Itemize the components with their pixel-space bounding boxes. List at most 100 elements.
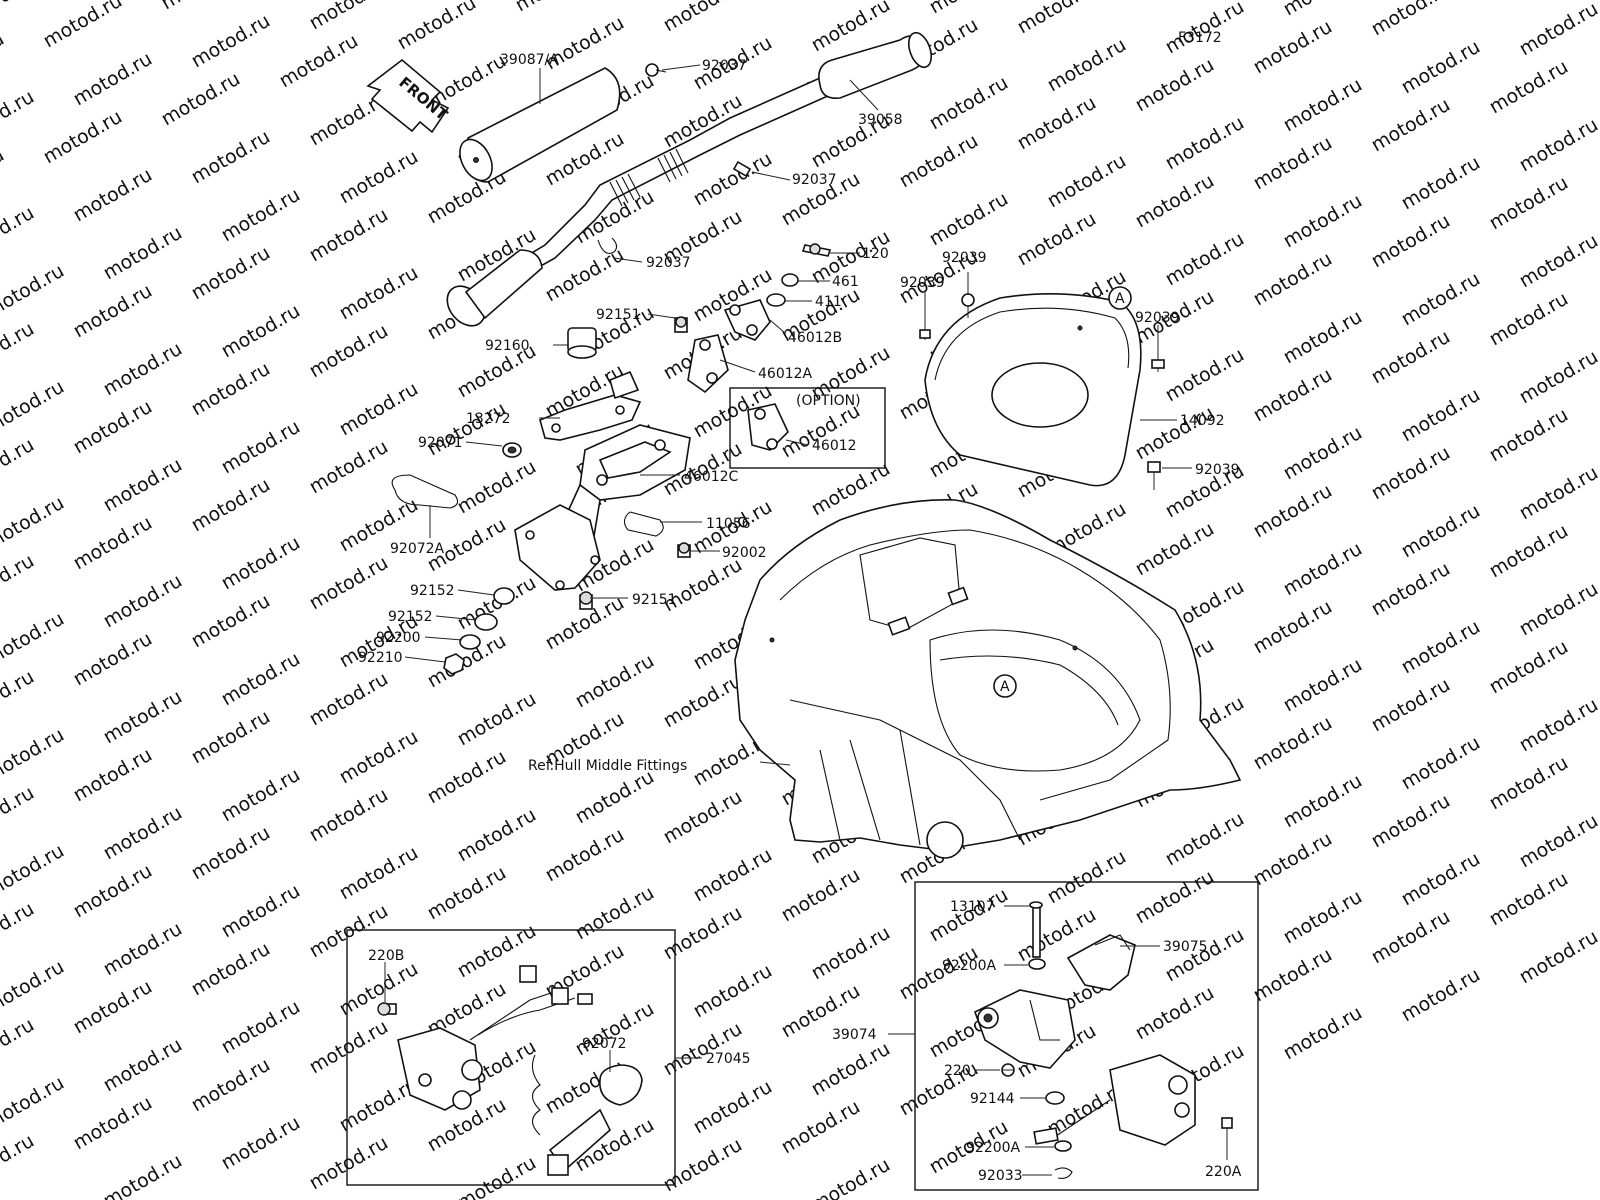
label-92037-low: 92037 (646, 255, 691, 271)
label-92071: 92071 (418, 435, 463, 451)
watermark-text: motod.ru (336, 842, 422, 905)
watermark-text: motod.ru (0, 0, 38, 32)
lever-body (974, 989, 1076, 1069)
watermark-text: motod.ru (188, 822, 274, 885)
watermark-text: motod.ru (1250, 828, 1336, 891)
watermark-text: motod.ru (690, 148, 776, 211)
callout-a-top-text: A (1115, 291, 1125, 307)
watermark-text: motod.ru (542, 824, 628, 887)
label-46012A: 46012A (758, 366, 813, 382)
label-92200: 92200 (376, 630, 421, 646)
watermark-text: motod.ru (690, 1076, 776, 1139)
watermark-text: motod.ru (0, 840, 68, 903)
washer-411 (766, 293, 786, 307)
watermark-text: motod.ru (808, 922, 894, 985)
watermark-text: motod.ru (1132, 866, 1218, 929)
watermark-text: motod.ru (1398, 500, 1484, 563)
watermark-text: motod.ru (1516, 346, 1600, 409)
watermark-text: motod.ru (808, 1154, 894, 1200)
watermark-text: motod.ru (276, 30, 362, 93)
label-13107: 13107 (950, 899, 995, 915)
watermark-text: motod.ru (1250, 16, 1336, 79)
watermark-text: motod.ru (660, 0, 746, 36)
bolt-220B (377, 1002, 397, 1016)
label-92037-top: 92037 (702, 58, 747, 74)
watermark-text: motod.ru (1368, 442, 1454, 505)
clip-92037-top (645, 63, 667, 77)
watermark-text: motod.ru (572, 766, 658, 829)
label-46012C: 46012C (684, 469, 739, 485)
callout-a-hull: A (993, 674, 1017, 698)
watermark-text: motod.ru (188, 1054, 274, 1117)
watermark-text: motod.ru (454, 688, 540, 751)
part-labels: F3172 39087/A 92037 39058 92037 92037 12… (358, 30, 1242, 1184)
washer-461 (781, 273, 799, 287)
label-39058: 39058 (858, 112, 903, 128)
label-92151-bottom: 92151 (632, 592, 677, 608)
watermark-text: motod.ru (424, 862, 510, 925)
watermark-text: motod.ru (100, 918, 186, 981)
watermark-text: motod.ru (1486, 752, 1572, 815)
watermark-text: motod.ru (218, 532, 304, 595)
label-92072: 92072 (582, 1036, 627, 1052)
watermark-text: motod.ru (1516, 230, 1600, 293)
watermark-text: motod.ru (188, 590, 274, 653)
handlebar-39058 (446, 31, 933, 327)
watermark-text: motod.ru (1398, 384, 1484, 447)
clip-92039-c (1151, 350, 1165, 372)
watermark-text: motod.ru (1280, 74, 1366, 137)
watermark-text: motod.ru (1368, 0, 1454, 40)
cover-14092: A (919, 286, 1165, 490)
watermark-text: motod.ru (1368, 674, 1454, 737)
label-46012: 46012 (812, 438, 857, 454)
watermark-text: motod.ru (896, 130, 982, 193)
collar-92144 (1045, 1091, 1065, 1105)
watermark-text: motod.ru (306, 784, 392, 847)
switch-housing (1109, 1054, 1196, 1146)
watermark-text: motod.ru (0, 898, 38, 961)
watermark-text: motod.ru (1486, 288, 1572, 351)
watermark-text: motod.ru (0, 28, 8, 91)
watermark-text: motod.ru (808, 1038, 894, 1101)
watermark-text: motod.ru (70, 164, 156, 227)
watermark-text: motod.ru (188, 242, 274, 305)
screw-220A (1221, 1117, 1233, 1150)
bracket-13272 (539, 370, 642, 441)
watermark-text: motod.ru (1044, 150, 1130, 213)
watermark-text: motod.ru (40, 0, 126, 52)
watermark-text: motod.ru (70, 860, 156, 923)
clip-92037-low (597, 237, 618, 255)
watermark-text: motod.ru (778, 864, 864, 927)
watermark-text: motod.ru (1132, 982, 1218, 1045)
watermark-text: motod.ru (100, 1034, 186, 1097)
clip-92033 (1054, 1167, 1073, 1179)
watermark-text: motod.ru (100, 338, 186, 401)
label-92151-top: 92151 (596, 307, 641, 323)
label-120: 120 (862, 246, 889, 262)
label-411: 411 (815, 294, 842, 310)
watermark-text: motod.ru (188, 126, 274, 189)
watermark-text: motod.ru (1516, 810, 1600, 873)
watermark-text: motod.ru (100, 802, 186, 865)
watermark-text: motod.ru (188, 358, 274, 421)
watermark-text: motod.ru (926, 188, 1012, 251)
watermark-text: motod.ru (0, 202, 38, 265)
watermark-text: motod.ru (1368, 94, 1454, 157)
watermark-text: motod.ru (1280, 422, 1366, 485)
watermark-text: motod.ru (1044, 34, 1130, 97)
washer-92200A-top (1028, 958, 1046, 970)
watermark-text: motod.ru (0, 782, 38, 845)
watermark-text: motod.ru (218, 764, 304, 827)
watermark-text: motod.ru (0, 144, 8, 207)
watermark-text: motod.ru (306, 436, 392, 499)
wire-11056 (623, 511, 664, 537)
wire-harness (469, 965, 593, 1041)
watermark-text: motod.ru (1162, 228, 1248, 291)
watermark-text: motod.ru (218, 648, 304, 711)
figure-code: F3172 (1178, 30, 1222, 46)
watermark-text: motod.ru (424, 746, 510, 809)
watermark-text: motod.ru (158, 68, 244, 131)
watermark-text: motod.ru (70, 744, 156, 807)
label-92002: 92002 (722, 545, 767, 561)
